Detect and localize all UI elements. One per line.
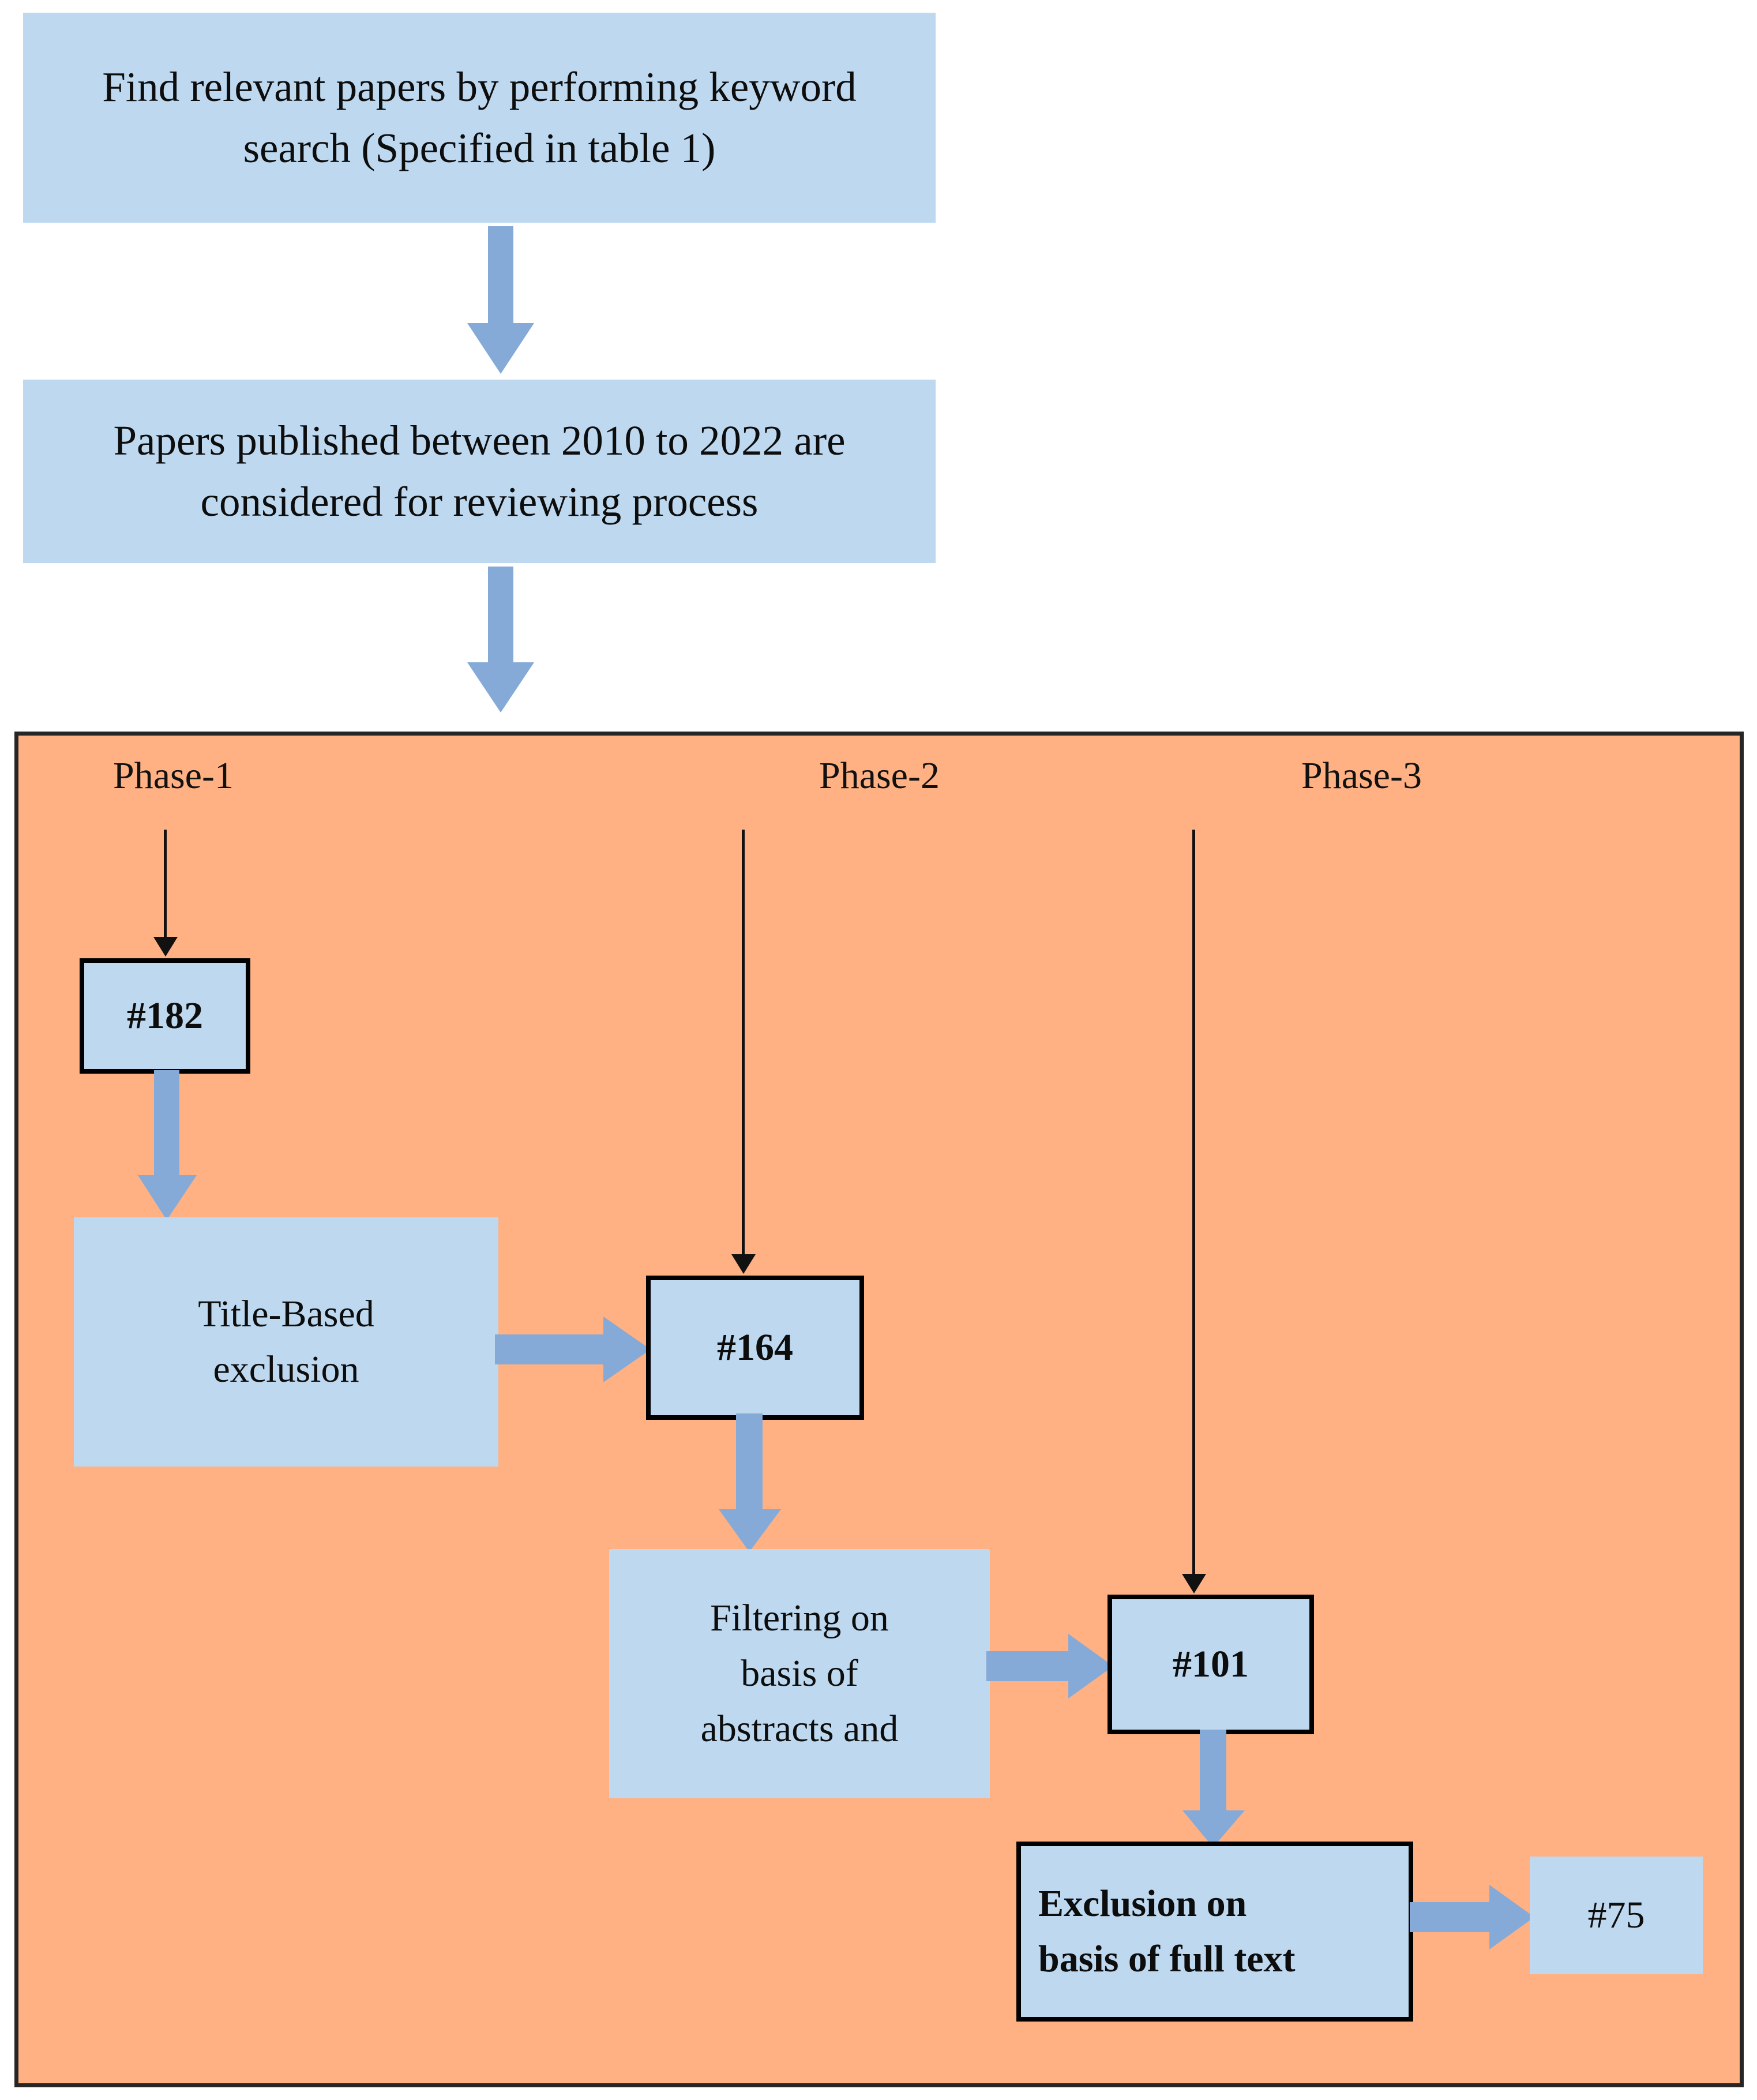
connector-phase1-arrowhead — [153, 937, 178, 957]
arrow-fulltext-exclusion-to-75 — [1410, 1884, 1536, 1951]
node-abstract-filtering: Filtering on basis of abstracts and — [609, 1549, 990, 1798]
arrow-164-to-filtering — [716, 1413, 783, 1553]
node-count-75: #75 — [1530, 1857, 1703, 1974]
phase-label-2: Phase-2 — [819, 755, 940, 797]
arrow-filtering-to-101 — [986, 1633, 1114, 1700]
node-count-164-label: #164 — [717, 1326, 793, 1369]
arrow-years-to-phases — [466, 567, 535, 714]
phase-label-1: Phase-1 — [113, 755, 234, 797]
connector-phase1-line — [164, 830, 167, 938]
connector-phase3-arrowhead — [1182, 1574, 1206, 1593]
arrow-keyword-to-years — [466, 226, 535, 375]
connector-phase2-line — [742, 830, 745, 1255]
phase-label-3: Phase-3 — [1301, 755, 1422, 797]
connector-phase2-arrowhead — [731, 1254, 756, 1274]
node-publication-years: Papers published between 2010 to 2022 ar… — [23, 380, 936, 563]
connector-phase3-line — [1192, 830, 1195, 1575]
node-fulltext-exclusion-label: Exclusion on basis of full text — [1038, 1882, 1296, 1980]
node-title-exclusion-label: Title-Based exclusion — [198, 1293, 374, 1390]
node-count-101-label: #101 — [1173, 1643, 1249, 1686]
node-count-164: #164 — [646, 1276, 864, 1420]
node-abstract-filtering-label: Filtering on basis of abstracts and — [700, 1597, 899, 1750]
arrow-101-to-fulltext-exclusion — [1180, 1730, 1247, 1848]
node-count-182-label: #182 — [127, 995, 203, 1037]
node-count-75-label: #75 — [1587, 1894, 1645, 1937]
node-keyword-search-label: Find relevant papers by performing keywo… — [102, 63, 857, 171]
node-count-182: #182 — [80, 958, 250, 1074]
node-publication-years-label: Papers published between 2010 to 2022 ar… — [113, 417, 846, 525]
node-keyword-search: Find relevant papers by performing keywo… — [23, 13, 936, 223]
node-fulltext-exclusion: Exclusion on basis of full text — [1016, 1842, 1413, 2022]
arrow-title-exclusion-to-164 — [495, 1315, 652, 1383]
node-title-exclusion: Title-Based exclusion — [74, 1217, 498, 1467]
node-count-101: #101 — [1107, 1595, 1314, 1734]
arrow-182-to-title-exclusion — [136, 1070, 199, 1221]
